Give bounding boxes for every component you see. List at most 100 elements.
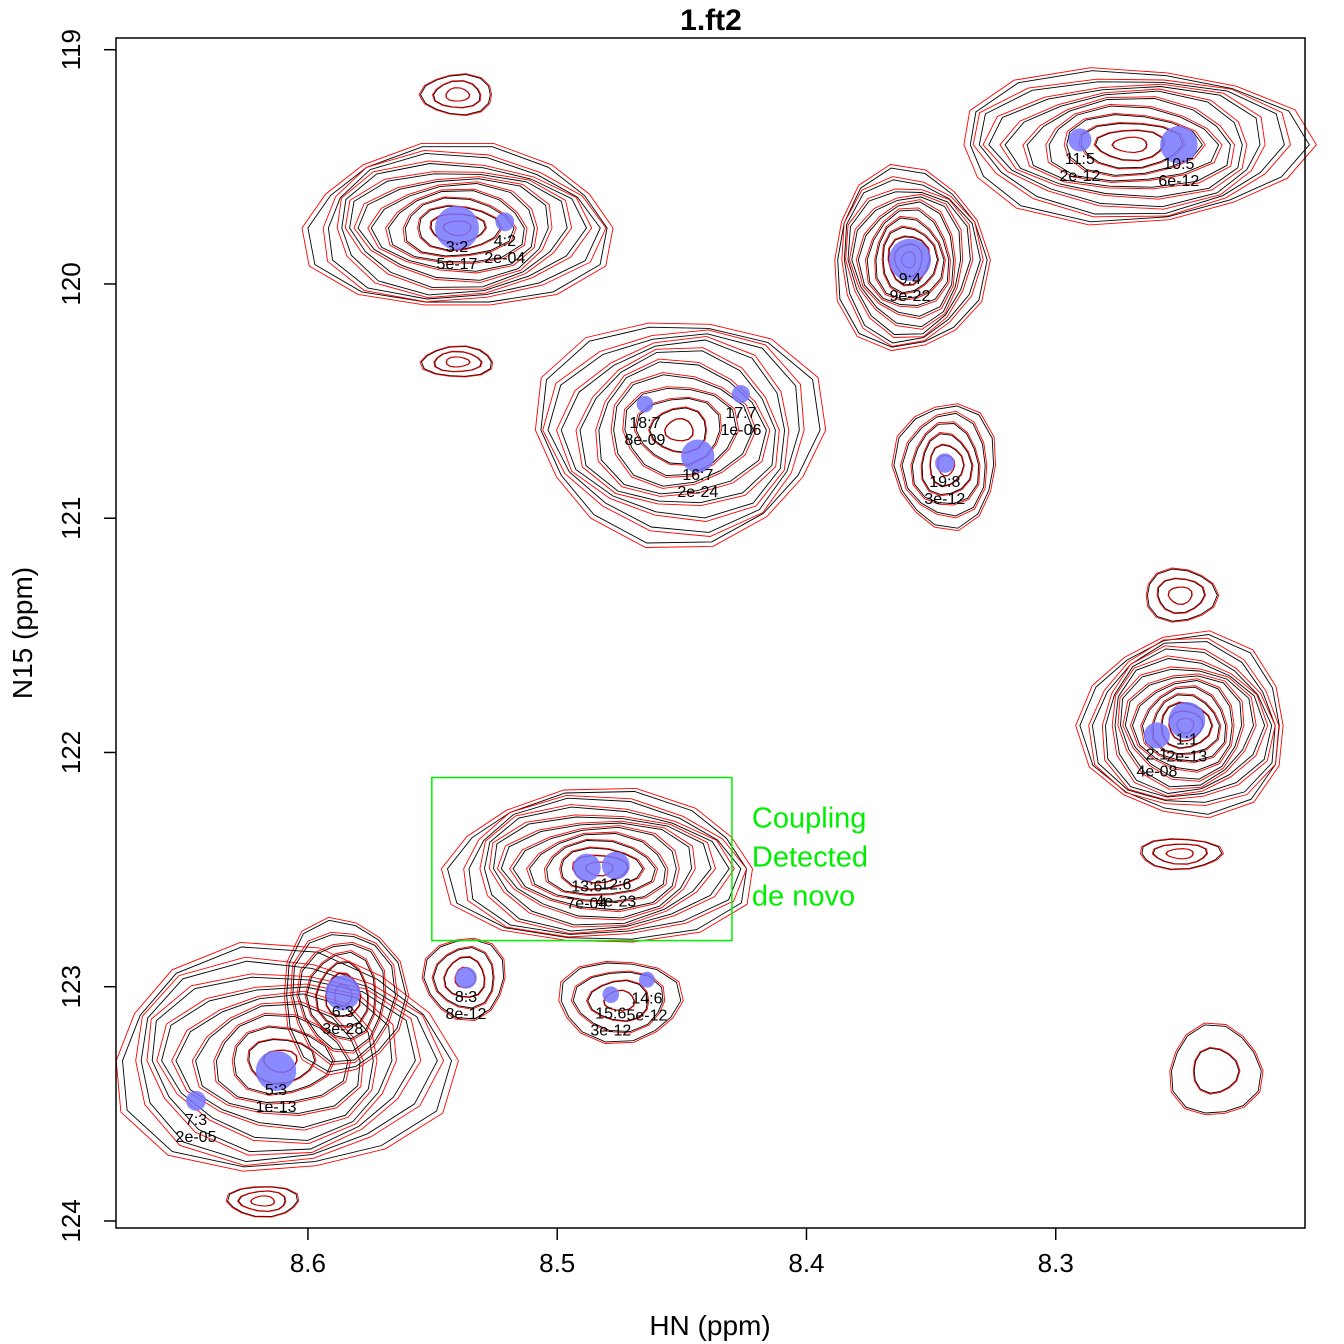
peak-marker (325, 975, 361, 1011)
contour-line (298, 943, 385, 1052)
contour-line (1171, 1024, 1262, 1114)
contour-line (1114, 658, 1266, 794)
peak-value: 2e-12 (1059, 168, 1100, 185)
contour-line (385, 188, 528, 264)
contour-line (857, 201, 954, 317)
contour-line (404, 197, 515, 257)
contour-line (479, 804, 735, 935)
contour-line (286, 919, 407, 1073)
peak-label: 18:7 (629, 415, 660, 432)
contour-line (899, 410, 988, 519)
peak-value: 2e-13 (1166, 748, 1207, 765)
contour-line (1147, 568, 1218, 622)
y-tick-label: 120 (56, 262, 86, 305)
peak-value: 9e-22 (889, 288, 930, 305)
contour-line (1140, 685, 1228, 763)
peak-marker (1160, 126, 1198, 164)
peak-label: 1:1 (1176, 731, 1198, 748)
contour-line (433, 350, 483, 373)
contour-line (1129, 678, 1235, 773)
contour-line (841, 176, 984, 347)
contour-line (546, 840, 656, 895)
y-tick-label: 119 (56, 29, 86, 70)
contour-line (1122, 673, 1245, 782)
peak-marker (601, 851, 630, 880)
peak-label: 3:2 (446, 239, 468, 256)
contour-line (891, 403, 996, 532)
contour-line (560, 962, 682, 1043)
peak-marker (731, 385, 750, 404)
contour-line (887, 235, 931, 287)
contour-line (1094, 130, 1164, 161)
contour-line (249, 1195, 276, 1207)
annotation-layer: Coupling Detected de novo (431, 776, 868, 942)
contour-line (1063, 113, 1206, 178)
peak-value: 6e-12 (1158, 173, 1199, 190)
contour-line (558, 961, 684, 1044)
contour-layer (115, 67, 1317, 1218)
peak-value: 5e-12 (626, 1008, 667, 1025)
contour-line (1075, 630, 1284, 819)
peak-label: 13:6 (571, 878, 602, 895)
contour-line (432, 947, 494, 1009)
contour-line (213, 1013, 352, 1105)
contour-line (468, 797, 742, 935)
contour-line (921, 433, 973, 496)
peak-value: 2e-05 (176, 1129, 217, 1146)
peak-marker (572, 853, 601, 882)
contour-line (1066, 114, 1203, 176)
peak-marker (255, 1050, 297, 1092)
peak-marker (455, 966, 477, 989)
contour-line (893, 405, 995, 529)
contour-line (1105, 648, 1273, 798)
x-tick-label: 8.6 (290, 1248, 326, 1278)
peak-marker (1168, 701, 1206, 739)
contour-line (370, 183, 535, 272)
contour-line (875, 217, 945, 300)
peak-value: 1e-13 (256, 1099, 297, 1116)
peak-label: 19:8 (929, 474, 960, 491)
contour-line (327, 152, 601, 300)
peak-label: 15:6 (595, 1006, 626, 1023)
contour-line (191, 1001, 364, 1116)
contour-line (1124, 675, 1243, 780)
annotation-box (431, 776, 733, 942)
contour-line (248, 1039, 316, 1084)
contour-line (1022, 96, 1235, 190)
contour-line (920, 432, 974, 497)
peak-label: 9:4 (899, 271, 921, 288)
contour-line (1169, 1022, 1264, 1116)
peak-marker (186, 1090, 206, 1111)
peak-value: 4e-08 (1136, 763, 1177, 780)
contour-line (357, 178, 549, 281)
contour-line (387, 190, 525, 263)
contour-line (1111, 136, 1148, 154)
x-tick-label: 8.5 (539, 1248, 575, 1278)
contour-line (421, 937, 506, 1022)
contour-line (315, 961, 369, 1027)
contour-line (496, 820, 696, 921)
peak-label: 5:3 (265, 1082, 287, 1099)
contour-line (847, 191, 971, 335)
contour-line (336, 160, 593, 299)
contour-line (1117, 666, 1257, 790)
peak-marker (638, 971, 655, 988)
y-tick-label: 123 (56, 965, 86, 1008)
x-tick-label: 8.3 (1038, 1248, 1074, 1278)
y-tick-label: 124 (56, 1199, 86, 1242)
contour-line (402, 196, 517, 258)
contour-line (963, 67, 1317, 226)
contour-line (526, 831, 669, 903)
peak-label: 7:3 (185, 1112, 207, 1129)
contour-line (901, 412, 986, 517)
peak-label: 17:7 (725, 405, 756, 422)
peak-label: 16:7 (682, 467, 713, 484)
contour-line (1142, 686, 1227, 762)
contour-line (1132, 680, 1233, 771)
contour-line (534, 322, 827, 548)
peak-label: 4:2 (494, 233, 516, 250)
contour-line (1088, 637, 1280, 806)
peak-value: 1e-06 (720, 422, 761, 439)
contour-line (845, 188, 974, 338)
